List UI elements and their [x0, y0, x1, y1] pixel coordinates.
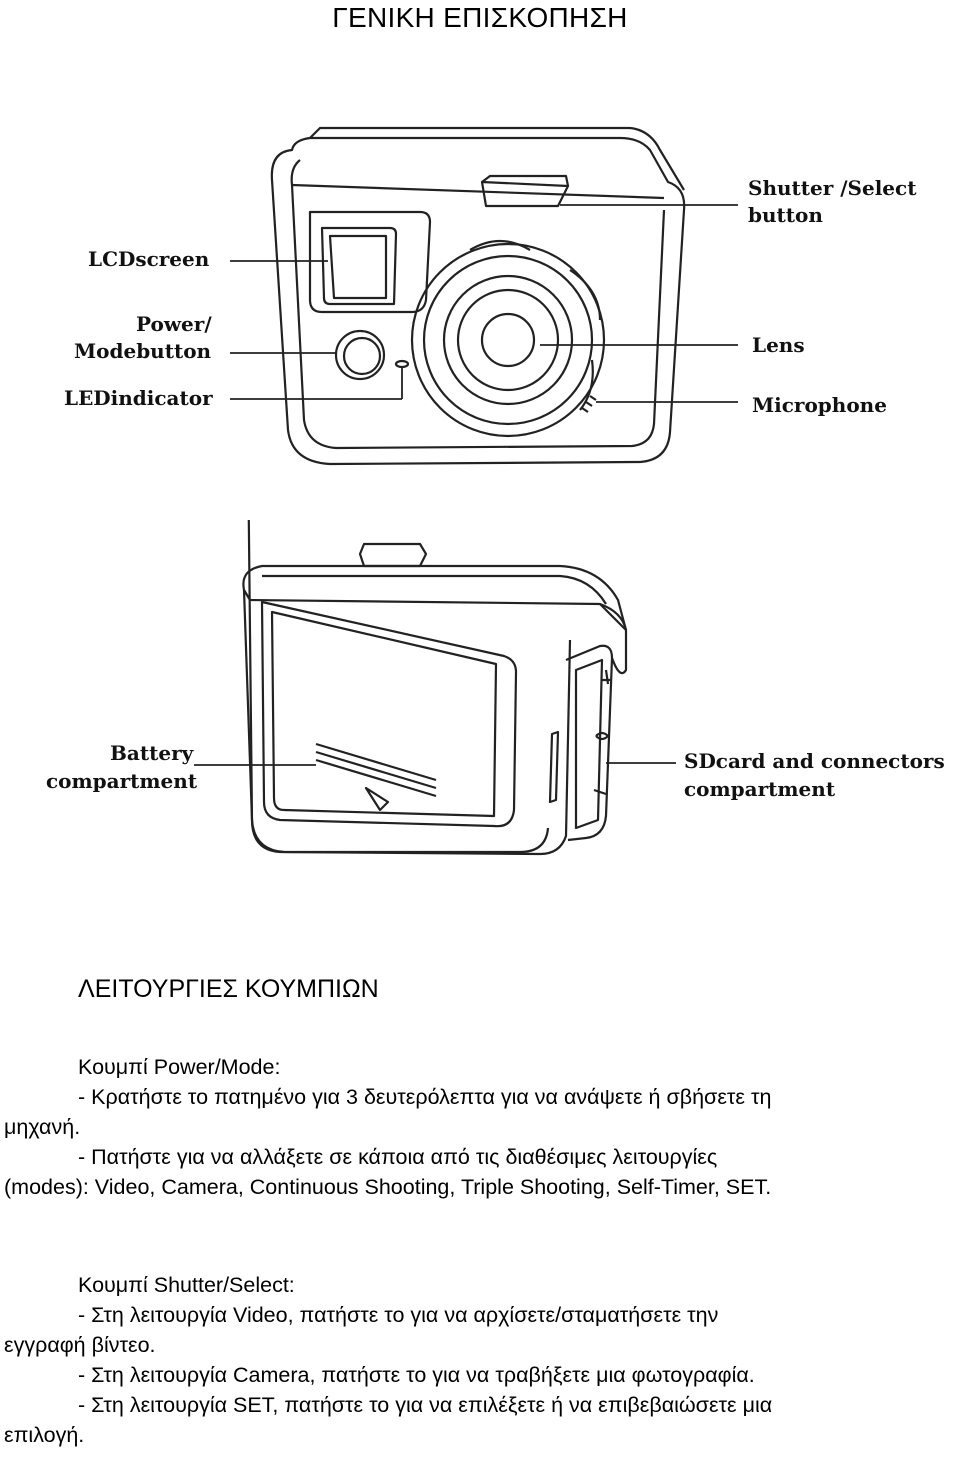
shutter-select-video-line2: εγγραφή βίντεο.	[4, 1333, 156, 1357]
power-mode-press-line1: - Πατήστε για να αλλάξετε σε κάποια από …	[78, 1145, 718, 1169]
label-power-line2: Modebutton	[74, 339, 212, 363]
power-mode-hold-line2: μηχανή.	[4, 1115, 81, 1139]
power-button-shape	[334, 329, 386, 381]
label-shutter-line2: button	[748, 203, 823, 227]
lens-outer	[410, 242, 606, 438]
label-power-line1: Power/	[136, 312, 212, 336]
power-mode-hold-line1: - Κρατήστε το πατημένο για 3 δευτερόλεπτ…	[78, 1085, 772, 1109]
shutter-select-set-line1: - Στη λειτουργία SET, πατήστε το για να …	[78, 1393, 773, 1417]
label-lens: Lens	[752, 333, 805, 357]
battery-door-shape	[260, 600, 518, 828]
label-lcd-screen: LCDscreen	[88, 247, 210, 271]
label-battery-line2: compartment	[46, 769, 198, 793]
functions-title: ΛΕΙΤΟΥΡΓΙΕΣ ΚΟΥΜΠΙΩΝ	[78, 975, 379, 1003]
shutter-select-section: Κουμπί Shutter/Select: - Στη λειτουργία …	[4, 1270, 956, 1450]
label-microphone: Microphone	[752, 393, 887, 417]
label-led-indicator: LEDindicator	[64, 386, 213, 410]
shutter-select-heading: Κουμπί Shutter/Select:	[78, 1273, 295, 1297]
shutter-select-video-line1: - Στη λειτουργία Video, πατήστε το για ν…	[78, 1303, 719, 1327]
led-shape	[394, 359, 410, 369]
label-shutter-line1: Shutter /Select	[748, 176, 917, 200]
lens-center	[480, 312, 536, 368]
power-mode-section: Κουμπί Power/Mode: - Κρατήστε το πατημέν…	[4, 1052, 956, 1202]
top-shutter-shape	[358, 542, 428, 568]
label-sd-line2: compartment	[684, 777, 836, 801]
power-mode-heading: Κουμπί Power/Mode:	[78, 1055, 281, 1079]
label-battery-line1: Battery	[110, 741, 195, 765]
camera-front-figure: LCDscreen Power/ Modebutton LEDindicator…	[0, 0, 960, 480]
label-sd-line1: SDcard and connectors	[684, 749, 945, 773]
sd-compartment-shape	[574, 658, 604, 830]
power-mode-press-line2: (modes): Video, Camera, Continuous Shoot…	[4, 1175, 772, 1199]
camera-body	[270, 136, 686, 466]
shutter-button-shape	[480, 180, 570, 208]
page-title: ΓΕΝΙΚΗ ΕΠΙΣΚΟΠΗΣΗ	[332, 2, 628, 33]
shutter-select-set-line2: επιλογή.	[4, 1423, 85, 1447]
shutter-select-camera-line: - Στη λειτουργία Camera, πατήστε το για …	[78, 1363, 755, 1387]
lcd-screen-shape	[320, 226, 398, 306]
camera-back-figure: Battery compartment SDcard and connector…	[0, 520, 960, 890]
